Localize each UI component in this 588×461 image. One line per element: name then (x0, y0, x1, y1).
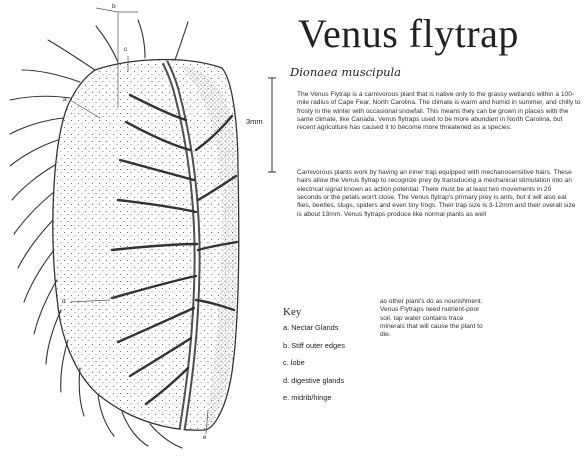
key-item: d. digestive glands (283, 375, 345, 385)
scientific-name: Dionaea muscipula (290, 65, 402, 79)
callout-a: a (63, 96, 67, 103)
key-item: b. Stiff outer edges (283, 340, 345, 350)
callout-b: b (112, 3, 116, 10)
key-list: a. Nectar Glands b. Stiff outer edges c.… (283, 322, 345, 410)
callout-c: c (124, 46, 128, 53)
callout-lines (69, 7, 209, 435)
key-item: c. lobe (283, 358, 305, 367)
key-title: Key (283, 306, 302, 318)
dense-rim (180, 66, 238, 430)
key-item: e. midrib/hinge (283, 393, 332, 402)
scale-label: 3mm (246, 117, 263, 126)
paragraph-mechanism: Carnivorous plants work by having an inn… (297, 169, 576, 218)
key-item: a. Nectar Glands (283, 323, 339, 332)
scale-bar (268, 77, 276, 173)
page-title: Venus flytrap (298, 11, 519, 56)
stiff-outer-edges (9, 19, 189, 449)
paragraph-habitat: The Venus Flytrap is a carnivorous plant… (297, 91, 581, 132)
callout-e: e (203, 434, 207, 441)
callout-d: d (62, 298, 66, 305)
lobe-veins (110, 93, 239, 406)
paragraph-nutrition: as other plant's do as nourishment. Venu… (380, 298, 483, 339)
